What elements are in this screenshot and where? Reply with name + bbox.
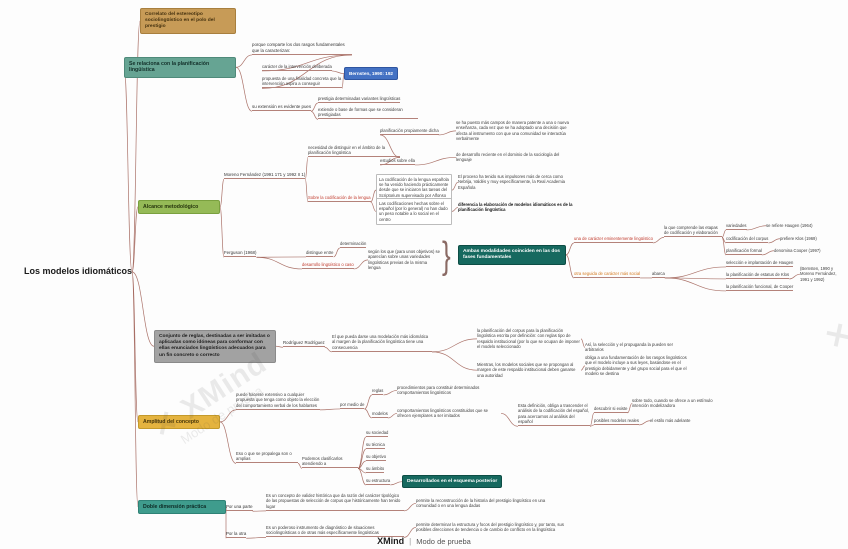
subtopic-intervencion-deliberada[interactable]: carácter de la intervención deliberada	[262, 64, 332, 71]
note-estilo-mas-adelante[interactable]: el estilo más adelante	[650, 418, 691, 423]
topic-relacion-planificacion[interactable]: Se relaciona con la planificación lingüí…	[124, 57, 236, 78]
note-variedades-previas[interactable]: según los que (para unos objetivos) se a…	[368, 249, 440, 271]
xmind-logo-mark: ✕	[819, 315, 848, 358]
subtopic-extension-evidente[interactable]: su extensión es evidente pues	[252, 104, 312, 112]
subtopic-extiende-formas[interactable]: extiende o base de formas que se conside…	[318, 107, 418, 120]
subtopic-ferguson-1968[interactable]: Ferguson (1968)	[224, 250, 257, 258]
subtopic-planificacion-formal[interactable]: planificación formal	[726, 248, 762, 255]
trial-mode-label: Modo de prueba	[416, 536, 471, 546]
subtopic-su-tecnica[interactable]: su técnica	[366, 442, 385, 449]
ref-bernsten-moreno[interactable]: (Bernsten, 1990 y Moreno Fernández, 1991…	[800, 266, 837, 282]
subtopic-desarrollo-linguistico[interactable]: desarrollo lingüístico o caso	[302, 262, 354, 269]
note-comportamientos-ejemplares[interactable]: comportamientos lingüísticos constituido…	[397, 408, 489, 419]
subtopic-por-medio-de[interactable]: por medio de	[340, 402, 365, 409]
topic-conjunto-de-reglas[interactable]: Conjunto de reglas, destinadas a ser imi…	[154, 330, 276, 363]
subtopic-su-sociedad[interactable]: su sociedad	[366, 430, 389, 437]
note-respaldo-institucional[interactable]: la planificación del corpus para la plan…	[477, 328, 580, 350]
subtopic-codificacion-corpus[interactable]: codificación del corpus	[726, 236, 769, 243]
topic-correlato-estereotipo[interactable]: Correlato del estereotipo sociolingüísti…	[140, 8, 236, 35]
subtopic-necesidad-distinguir[interactable]: necesidad de distinguir en el ámbito de …	[308, 145, 400, 158]
subtopic-modelacion-consecuencia[interactable]: El que pueda darse una modelación más id…	[332, 334, 432, 352]
ref-haugen-1964[interactable]: se refiere Haugen (1964)	[766, 223, 813, 228]
subtopic-descubrir-si-existe[interactable]: descubrir si existe	[594, 406, 628, 413]
central-topic[interactable]: Los modelos idiomáticos	[24, 266, 133, 276]
reference-bernsten-1990[interactable]: Bernsten, 1990: 192	[344, 67, 399, 81]
note-instrumento-diagnostico[interactable]: Es un poderoso instrumento de diagnóstic…	[266, 525, 404, 538]
note-modelos-sociales-autoridad[interactable]: Mientras, los modelos sociales que se pr…	[477, 362, 576, 378]
subtopic-propuestas-amplias[interactable]: Eso o que se propalega son o amplias	[236, 451, 298, 464]
summary-desarrollados-esquema[interactable]: Desarrollados en el esquema posterior	[402, 475, 503, 489]
footer-separator: |	[409, 536, 412, 546]
subtopic-fase-linguistica[interactable]: una de carácter eminentemente lingüístic…	[574, 236, 653, 243]
summary-modalidades-coinciden[interactable]: Ambas modalidades coinciden en las dos f…	[458, 245, 566, 265]
note-estructura-prestigio[interactable]: permite determinar la estructura y focos…	[416, 522, 564, 533]
subtopic-su-ambito[interactable]: su ámbito	[366, 466, 385, 473]
subtopic-estudios-sobre-ella[interactable]: estudios sobre ella	[380, 158, 415, 165]
note-intencion-modelizadora[interactable]: sobre todo, cuando se ofrece a un estímu…	[632, 398, 713, 409]
note-fundamentacion-rasgos[interactable]: obliga a una fundamentación de los rasgo…	[585, 355, 687, 377]
trial-footer: XMind | Modo de prueba	[0, 536, 848, 546]
ref-cooper-1997[interactable]: denomina Cooper (1997)	[774, 248, 821, 253]
note-seleccion-arbitraria[interactable]: Así, la selección y el propuganda la pue…	[585, 342, 673, 353]
note-diferencia-modelos[interactable]: diferencia la elaboración de modelos idi…	[458, 202, 573, 213]
subtopic-trascender-analisis[interactable]: Esta definición, obliga a trascender el …	[518, 403, 590, 427]
note-procedimientos[interactable]: procedimientos para constituir determina…	[397, 385, 480, 396]
ref-klos-1969[interactable]: prefiere Klos (1969)	[780, 236, 817, 241]
subtopic-planificacion-funcional[interactable]: la planificación funcional, de Cooper	[726, 284, 794, 291]
topic-doble-dimension-practica[interactable]: Doble dimensión práctica	[138, 500, 226, 514]
topic-amplitud-del-concepto[interactable]: Amplitud del concepto	[138, 415, 220, 429]
curly-brace-shape: }	[442, 233, 451, 277]
subtopic-planificacion-estatus[interactable]: la planificación de estatus de Klos	[726, 272, 790, 279]
subtopic-prestigia-variantes[interactable]: prestigia determinadas variantes lingüís…	[318, 96, 401, 103]
subtopic-fase-social[interactable]: otra seguida de carácter más social	[574, 271, 641, 278]
subtopic-reglas[interactable]: reglas	[372, 388, 384, 395]
subtopic-rasgos-fundamentales[interactable]: porque comparte los dos rasgos fundament…	[252, 42, 352, 55]
subtopic-por-la-otra[interactable]: Por la otra	[226, 531, 247, 539]
note-reconstruccion-historia[interactable]: permite la reconstrucción de la historia…	[416, 498, 546, 509]
subtopic-extensivo-propuesta[interactable]: puede hacerse extensivo a cualquier prop…	[236, 392, 320, 410]
note-decision-instrumento[interactable]: se ha puesto más campos de manera patent…	[456, 120, 569, 142]
subtopic-determinacion[interactable]: determinación	[340, 241, 367, 248]
subtopic-por-una-parte[interactable]: Por una parte	[226, 504, 253, 512]
subtopic-codificacion-elaboracion[interactable]: la que comprende las etapas de codificac…	[664, 225, 722, 238]
xmind-watermark: ✕ XMind Modo de prueba	[786, 237, 848, 391]
note-desarrollo-reciente[interactable]: de desarrollo reciente en el dominio de …	[456, 152, 560, 163]
subtopic-variedades[interactable]: variedades	[726, 223, 747, 230]
subtopic-rodriguez-rodriguez[interactable]: Rodríguez Rodríguez	[283, 340, 325, 348]
xmind-logo-text: XMind	[377, 536, 405, 546]
note-codificaciones-espanol[interactable]: Las codificaciones hechas sobre el españ…	[376, 198, 452, 225]
subtopic-moreno-fernandez[interactable]: Moreno Fernández (1991 171 y 1992 II 1)	[224, 172, 306, 180]
subtopic-codificacion-lengua[interactable]: Sobre la codificación de la lengua	[308, 195, 371, 202]
subtopic-seleccion-implantacion[interactable]: selección e implantación de Haugen	[726, 260, 794, 267]
subtopic-distingue-entre[interactable]: distingue entre	[306, 250, 334, 257]
subtopic-abarca[interactable]: abarca	[652, 271, 665, 278]
subtopic-finalidad-concreta[interactable]: propuesta de una finalidad concreta que …	[262, 76, 342, 89]
topic-alcance-metodologico[interactable]: Alcance metodológico	[138, 200, 220, 214]
subtopic-modelos[interactable]: modelos	[372, 411, 388, 418]
subtopic-su-estructura[interactable]: su estructura	[366, 478, 391, 485]
note-validez-historica[interactable]: Es un concepto de validez histórica que …	[266, 493, 404, 511]
subtopic-planificacion-propia[interactable]: planificación propiamente dicha	[380, 128, 439, 135]
subtopic-clasificacion[interactable]: Podemos clasificarlos atendiendo a	[302, 456, 358, 469]
subtopic-posibles-modelos[interactable]: posibles modelos reales	[594, 418, 639, 425]
note-impulsores-academia[interactable]: El proceso ha tenido sus impulsores más …	[458, 174, 565, 190]
subtopic-su-objetivo[interactable]: su objetivo	[366, 454, 387, 461]
